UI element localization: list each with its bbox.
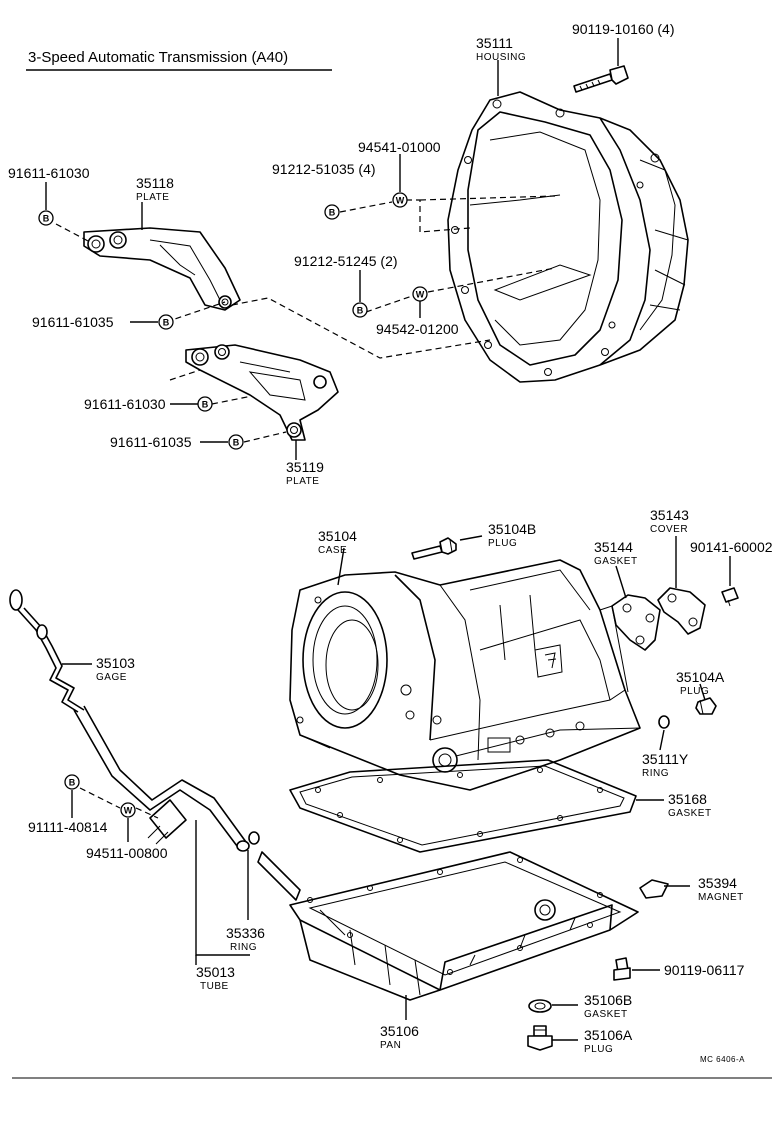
case-drawing (289, 559, 641, 791)
part-number-35111Y: 35111Y (642, 751, 689, 767)
svg-text:W: W (396, 196, 405, 206)
part-number-90119-06117: 90119-06117 (664, 962, 745, 978)
pan-drawing (289, 851, 639, 1001)
part-number-35118: 35118 (136, 175, 174, 191)
part-name-35111: HOUSING (476, 52, 526, 63)
part-name-35394: MAGNET (698, 892, 744, 903)
dashed-lines (55, 195, 556, 819)
part-name-35104A: PLUG (680, 686, 709, 697)
bolt-symbol-91111-40814: B (64, 774, 80, 790)
part-number-94541-01000: 94541-01000 (358, 139, 441, 155)
washer-symbol-94541-01000: W (392, 192, 408, 208)
part-number-94542-01200: 94542-01200 (376, 321, 459, 337)
bolt-symbol-91611-61035-a: B (158, 314, 174, 330)
part-name-35013: TUBE (200, 981, 229, 992)
part-number-94511-00800: 94511-00800 (86, 845, 168, 861)
svg-text:B: B (202, 400, 209, 410)
part-name-35106B: GASKET (584, 1009, 628, 1020)
bolt-90141-60002-drawing (721, 587, 739, 607)
part-number-35143: 35143 (650, 507, 689, 523)
drain-plug-drawing (527, 1025, 553, 1051)
symbol-markers: B B W B W B B B (38, 192, 428, 818)
svg-text:W: W (416, 290, 425, 300)
bolt-symbol-91212-51035: B (324, 204, 340, 220)
part-number-90119-10160: 90119-10160 (4) (572, 21, 674, 37)
part-number-91611-61035-a: 91611-61035 (32, 314, 114, 330)
leader-lines (45, 38, 731, 1041)
part-number-91212-51245: 91212-51245 (2) (294, 253, 398, 269)
part-number-35104A: 35104A (676, 669, 725, 685)
washer-symbol-94542-01200: W (412, 286, 428, 302)
tube-drawing (73, 705, 250, 852)
bolt-symbol-91212-51245: B (352, 302, 368, 318)
part-number-35103: 35103 (96, 655, 135, 671)
gasket-35144-drawing (611, 594, 661, 651)
housing-drawing (447, 91, 689, 383)
part-number-90141-60002: 90141-60002 (690, 539, 773, 555)
part-number-35104B: 35104B (488, 521, 536, 537)
drain-gasket-drawing (528, 999, 552, 1013)
gage-drawing (9, 589, 85, 713)
part-number-35104: 35104 (318, 528, 357, 544)
part-name-35106A: PLUG (584, 1044, 613, 1055)
part-number-91212-51035: 91212-51035 (4) (272, 161, 376, 177)
part-name-35143: COVER (650, 524, 688, 535)
part-number-91611-61030-b: 91611-61030 (84, 396, 166, 412)
part-name-35111Y: RING (642, 768, 669, 779)
part-number-35106A: 35106A (584, 1027, 633, 1043)
part-name-35119: PLATE (286, 476, 319, 487)
part-number-35394: 35394 (698, 875, 737, 891)
part-labels: 35111 HOUSING 90119-10160 (4) 94541-0100… (8, 21, 773, 1055)
part-name-35336: RING (230, 942, 257, 953)
part-number-35111: 35111 (476, 35, 513, 51)
plug-35104A-drawing (695, 697, 717, 715)
part-number-91611-61035-b: 91611-61035 (110, 434, 192, 450)
plate-35118-drawing (83, 227, 241, 311)
part-name-35106: PAN (380, 1040, 401, 1051)
part-number-35106: 35106 (380, 1023, 419, 1039)
bolt-symbol-91611-61035-b: B (228, 434, 244, 450)
part-number-35144: 35144 (594, 539, 633, 555)
part-name-35104B: PLUG (488, 538, 517, 549)
ring-35336-drawing (248, 831, 260, 845)
pan-gasket-drawing (289, 759, 637, 853)
footer-code: MC 6406-A (700, 1055, 745, 1064)
plate-35119-drawing (185, 344, 339, 441)
diagram-title: 3-Speed Automatic Transmission (A40) (28, 49, 288, 66)
svg-text:B: B (357, 306, 364, 316)
bolt-90119-10160-drawing (573, 65, 629, 93)
svg-text:B: B (233, 438, 240, 448)
bolt-90119-06117-drawing (613, 957, 631, 981)
svg-text:B: B (163, 318, 170, 328)
magnet-drawing (639, 879, 669, 899)
washer-symbol-94511-00800: W (120, 802, 136, 818)
ring-35111Y-drawing (658, 715, 670, 729)
part-number-35013: 35013 (196, 964, 235, 980)
part-number-91111-40814: 91111-40814 (28, 819, 108, 835)
part-name-35104: CASE (318, 545, 347, 556)
part-number-91611-61030-a: 91611-61030 (8, 165, 90, 181)
cover-35143-drawing (657, 587, 706, 635)
part-name-35168: GASKET (668, 808, 712, 819)
svg-text:W: W (124, 806, 133, 816)
svg-text:B: B (329, 208, 336, 218)
part-name-35103: GAGE (96, 672, 127, 683)
svg-text:B: B (43, 214, 50, 224)
part-name-35144: GASKET (594, 556, 638, 567)
part-number-35336: 35336 (226, 925, 265, 941)
part-number-35168: 35168 (668, 791, 707, 807)
part-number-35119: 35119 (286, 459, 324, 475)
pan-filler-fitting-drawing (257, 851, 301, 901)
plug-35104B-drawing (411, 537, 457, 560)
part-number-35106B: 35106B (584, 992, 632, 1008)
bolt-symbol-91611-61030-b: B (197, 396, 213, 412)
part-name-35118: PLATE (136, 192, 169, 203)
svg-text:B: B (69, 778, 76, 788)
bolt-symbol-91611-61030-a: B (38, 210, 54, 226)
